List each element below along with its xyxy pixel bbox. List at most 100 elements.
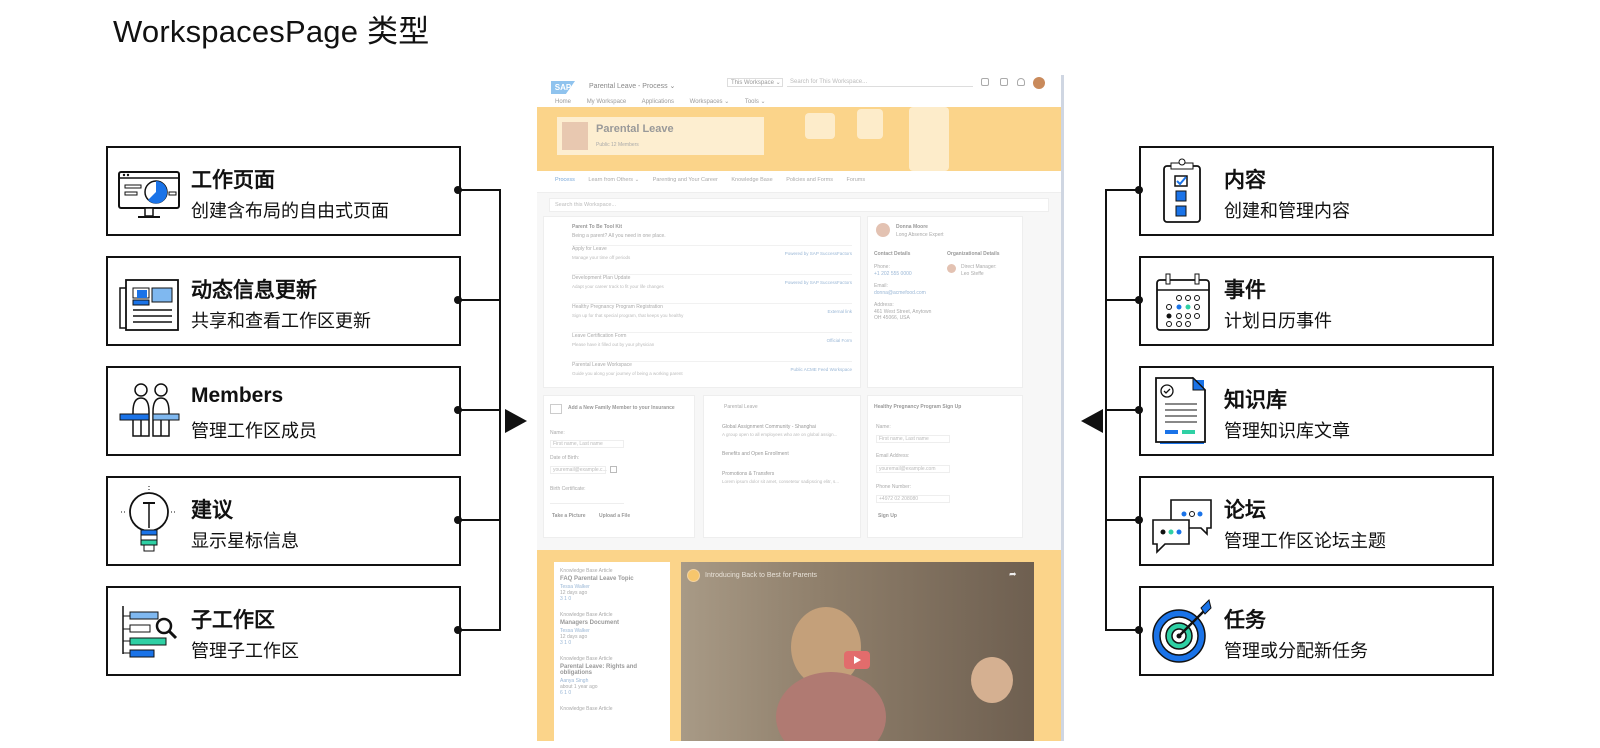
card-title: 内容 [1224, 169, 1266, 192]
connector-dot [1135, 186, 1143, 194]
phone-input[interactable]: +4972 02 208080 [876, 495, 950, 503]
name-input[interactable]: First name, Last name [876, 435, 950, 443]
item-source[interactable]: Powered by SAP SuccessFactors [784, 280, 852, 285]
list-item[interactable]: Benefits and Open Enrollment [722, 451, 789, 457]
workspace-page-screenshot: SAP Parental Leave - Process ⌄ This Work… [537, 75, 1064, 741]
workspace-search-input[interactable]: Search this Workspace... [549, 198, 1049, 212]
menu-item[interactable]: My Workspace [586, 99, 627, 105]
card-title: 事件 [1224, 279, 1266, 302]
search-icon[interactable] [981, 78, 989, 86]
card-subtitle: 管理工作区成员 [191, 421, 317, 441]
top-menu: Home My Workspace Applications Workspace… [555, 98, 780, 105]
cert-input[interactable] [550, 496, 624, 504]
tab-forums[interactable]: Forums [846, 177, 866, 183]
banner-decor [909, 107, 949, 171]
workspace-meta[interactable]: Public 12 Members [596, 142, 639, 148]
sign-up-button[interactable]: Sign Up [878, 513, 897, 519]
card-suggestions[interactable]: 建议 显示星标信息 [106, 476, 461, 566]
list-title: Parental Leave [724, 404, 758, 410]
item-title: Healthy Pregnancy Program Registration [572, 304, 663, 310]
item-source[interactable]: External link [827, 309, 852, 314]
newspaper-icon [119, 279, 179, 331]
bell-icon[interactable] [1017, 78, 1025, 86]
item-title: Managers Document [560, 620, 620, 626]
share-icon[interactable]: ➦ [1009, 569, 1017, 579]
card-content[interactable]: 内容 创建和管理内容 [1139, 146, 1494, 236]
item-title: Global Assignment Community - Shanghai [722, 424, 816, 430]
workspace-tabs: Process Learn from Others ⌄ Parenting an… [537, 171, 1061, 193]
card-members[interactable]: Members 管理工作区成员 [106, 366, 461, 456]
item-title: Benefits and Open Enrollment [722, 451, 789, 457]
dob-input[interactable]: youremail@example.c... [550, 466, 607, 474]
video-player[interactable]: Introducing Back to Best for Parents ➦ [681, 562, 1034, 741]
connector-dot [1135, 516, 1143, 524]
connector-line [1105, 519, 1137, 521]
search-input[interactable]: Search for This Workspace... [787, 78, 973, 87]
card-forums[interactable]: 论坛 管理工作区论坛主题 [1139, 476, 1494, 566]
name-label: Name: [550, 430, 565, 436]
banner-decor [857, 109, 883, 139]
video-title: Introducing Back to Best for Parents [705, 572, 818, 579]
calendar-icon[interactable] [610, 466, 617, 473]
id-card-icon [550, 404, 562, 414]
chat-bubbles-icon [1152, 499, 1212, 554]
video-person [971, 657, 1013, 703]
card-feed[interactable]: 动态信息更新 共享和查看工作区更新 [106, 256, 461, 346]
menu-item[interactable]: Tools ⌄ [744, 99, 766, 105]
list-item[interactable]: Knowledge Base Article [560, 706, 664, 712]
card-knowledge-base[interactable]: 知识库 管理知识库文章 [1139, 366, 1494, 456]
card-subtitle: 管理知识库文章 [1224, 421, 1350, 441]
channel-logo-icon [687, 569, 700, 582]
arrow-right-icon [505, 409, 527, 433]
card-sub-workspaces[interactable]: 子工作区 管理子工作区 [106, 586, 461, 676]
menu-item[interactable]: Home [555, 99, 572, 105]
card-title: 建议 [191, 499, 233, 522]
app-title[interactable]: Parental Leave - Process ⌄ [589, 83, 676, 90]
video-person [776, 672, 886, 741]
card-events[interactable]: 事件 计划日历事件 [1139, 256, 1494, 346]
avatar [947, 264, 956, 273]
item-author[interactable]: Aanya Singh [560, 678, 589, 684]
name-input[interactable]: First name, Last name [550, 440, 624, 448]
menu-item[interactable]: Workspaces ⌄ [689, 99, 730, 105]
tab-parenting[interactable]: Parenting and Your Career [652, 177, 718, 183]
email-link[interactable]: donna@acmefood.com [874, 290, 926, 296]
banner-decor [805, 113, 835, 139]
item-source[interactable]: Official Form [826, 338, 852, 343]
tab-process[interactable]: Process [555, 177, 575, 183]
notes-icon[interactable] [1000, 78, 1008, 86]
phone-link[interactable]: +1 202 555 0000 [874, 271, 912, 277]
name-label: Name: [876, 424, 891, 430]
menu-item[interactable]: Applications [641, 99, 674, 105]
avatar[interactable] [1033, 77, 1045, 89]
workspace-banner: Parental Leave Public 12 Members [537, 107, 1061, 171]
tab-knowledge-base[interactable]: Knowledge Base [731, 177, 773, 183]
play-button[interactable] [844, 651, 870, 669]
workspace-select[interactable]: This Workspace ⌄ [727, 78, 783, 87]
email-input[interactable]: youremail@example.com [876, 465, 950, 473]
tab-learn[interactable]: Learn from Others ⌄ [588, 177, 640, 183]
card-tasks[interactable]: 任务 管理或分配新任务 [1139, 586, 1494, 676]
upload-file-button[interactable]: Upload a File [599, 513, 631, 519]
item-author[interactable]: Tessa Walker [560, 628, 590, 634]
item-author[interactable]: Tessa Walker [560, 584, 590, 590]
card-work-page[interactable]: 工作页面 创建含布局的自由式页面 [106, 146, 461, 236]
connector-dot [1135, 626, 1143, 634]
take-picture-button[interactable]: Take a Picture [552, 513, 586, 519]
manager-name[interactable]: Leo Steffe [961, 271, 984, 277]
card-subtitle: 共享和查看工作区更新 [191, 311, 371, 331]
item-source[interactable]: Public ACME Feed Workspace [790, 367, 852, 372]
card-subtitle: 管理工作区论坛主题 [1224, 531, 1386, 551]
item-source[interactable]: Powered by SAP SuccessFactors [784, 251, 852, 256]
tab-policies[interactable]: Policies and Forms [786, 177, 833, 183]
